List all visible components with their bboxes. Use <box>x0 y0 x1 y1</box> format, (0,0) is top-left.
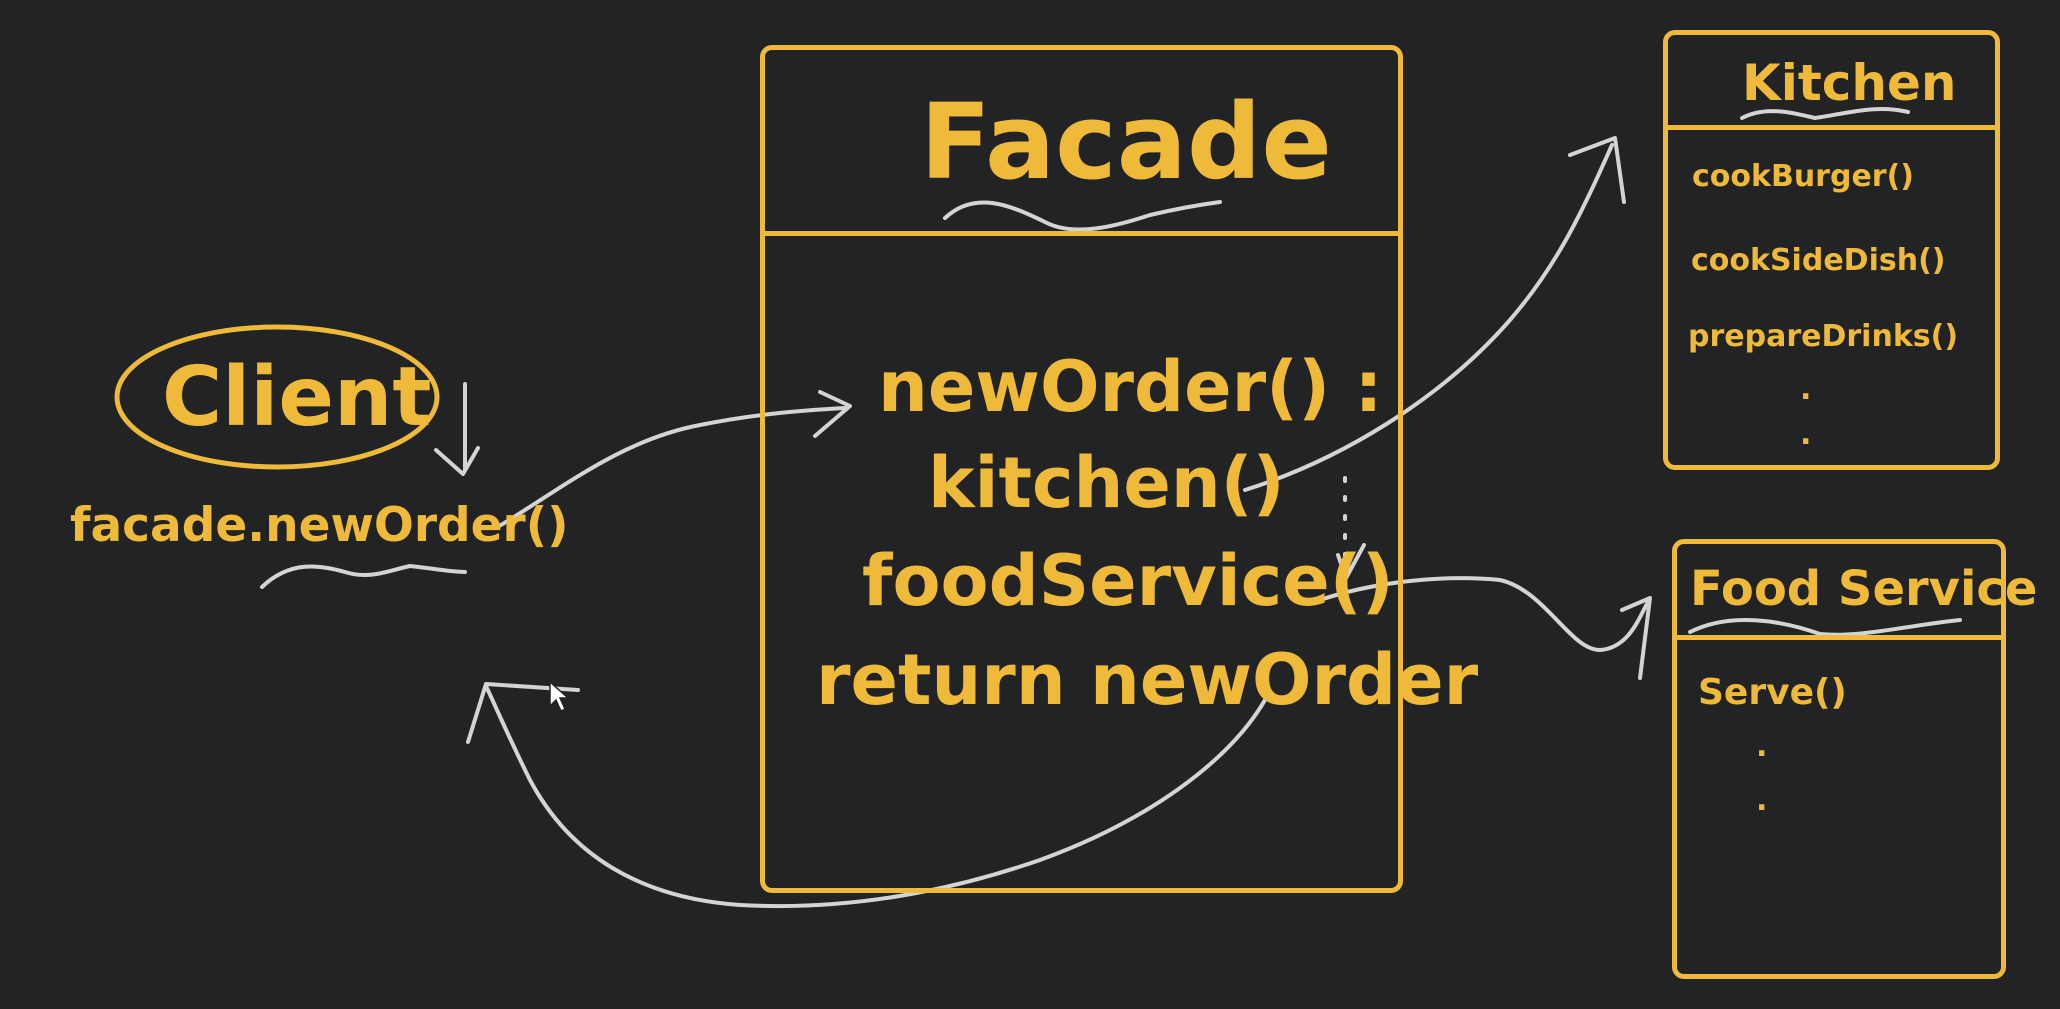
facade-line-new-order: newOrder() : <box>878 346 1383 428</box>
arrowhead-client-to-facade <box>813 390 852 438</box>
client-down-arrowhead <box>434 446 480 476</box>
arrowhead-facade-to-kitchen <box>1568 136 1626 204</box>
facade-line-food-service: foodService() <box>862 540 1394 622</box>
arrow-facade-to-kitchen <box>1243 143 1614 492</box>
facade-line-kitchen: kitchen() <box>928 442 1285 524</box>
facade-title: Facade <box>920 81 1332 203</box>
arrow-client-to-facade <box>494 406 847 530</box>
client-title: Client <box>162 350 432 445</box>
facade-divider <box>760 231 1403 236</box>
food-service-more-dot: . <box>1756 729 1768 764</box>
client-call: facade.newOrder() <box>70 498 569 553</box>
kitchen-more-dot: . <box>1800 372 1812 407</box>
kitchen-more-dot: . <box>1800 417 1812 452</box>
client-call-underline <box>260 563 467 589</box>
kitchen-method-cook-side-dish: cookSideDish() <box>1691 243 1946 278</box>
arrow-return-to-client <box>484 684 1267 909</box>
food-service-more-dot: . <box>1756 783 1768 818</box>
cursor-icon <box>549 680 570 713</box>
arrowhead-facade-to-food-service <box>1620 596 1652 680</box>
facade-line-return: return newOrder <box>816 639 1479 721</box>
facade-title-underline <box>943 200 1222 232</box>
food-service-title-underline <box>1688 617 1962 637</box>
kitchen-divider <box>1663 125 2000 130</box>
arrowhead-return-to-client <box>466 682 580 744</box>
kitchen-title-underline <box>1740 107 1910 121</box>
client-ellipse <box>114 324 440 470</box>
kitchen-box <box>1663 30 2000 470</box>
kitchen-method-prepare-drinks: prepareDrinks() <box>1688 319 1959 354</box>
kitchen-title: Kitchen <box>1742 54 1957 112</box>
facade-box <box>760 45 1403 893</box>
kitchen-method-cook-burger: cookBurger() <box>1692 159 1915 194</box>
food-service-title: Food Service <box>1690 561 2038 617</box>
dotted-arrowhead <box>1336 543 1366 580</box>
food-service-divider <box>1672 635 2006 640</box>
food-service-method-serve: Serve() <box>1698 672 1847 713</box>
food-service-box <box>1672 539 2006 979</box>
